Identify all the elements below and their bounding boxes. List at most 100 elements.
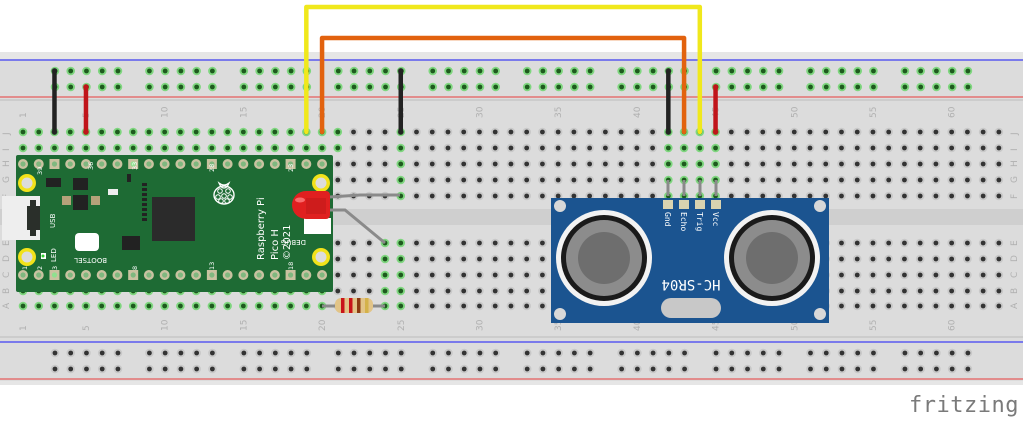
debug-connector	[304, 218, 331, 234]
hole-I15	[240, 145, 246, 151]
hole-D21	[335, 256, 341, 262]
hole-G50	[791, 177, 797, 183]
hole-A62	[980, 303, 986, 309]
pico-pin-hole	[303, 161, 309, 167]
wire-gnd-top-left-end	[51, 68, 58, 74]
hole-F30	[477, 193, 482, 199]
wire-gnd-mid-end	[397, 68, 404, 74]
hole-H22	[351, 161, 356, 167]
rail-top-pos-24	[383, 84, 388, 90]
hole-H54	[854, 161, 860, 167]
hole-E32	[508, 240, 514, 246]
pico-pin-hole	[256, 272, 262, 278]
hole-I43	[681, 145, 687, 151]
hole-E59	[933, 240, 939, 246]
sensor-mount-hole	[554, 200, 566, 212]
bootsel-label: BOOTSEL	[74, 256, 107, 264]
rail-top-neg-11	[178, 68, 184, 74]
hole-H25	[398, 161, 404, 167]
hole-J14	[225, 129, 231, 135]
rail-bot-neg-46	[729, 350, 735, 356]
pico-pin-hole	[83, 161, 89, 167]
rail-bot-neg-45	[713, 350, 719, 356]
bootsel-button[interactable]	[75, 233, 99, 251]
hole-C31	[492, 272, 498, 278]
row-label-right-E: E	[1010, 240, 1020, 246]
rail-bot-neg-23	[367, 350, 373, 356]
hole-E62	[980, 240, 986, 246]
rail-top-pos-35	[556, 84, 562, 90]
hole-C30	[477, 272, 482, 278]
rail-bot-neg-10	[162, 350, 168, 356]
pico-pin-hole	[209, 272, 215, 278]
hole-G33	[524, 177, 530, 183]
hole-G58	[917, 177, 923, 183]
rail-bot-pos-7	[115, 366, 121, 372]
hole-A57	[902, 303, 907, 309]
hole-F34	[540, 193, 545, 199]
hole-I3	[52, 145, 57, 151]
led-leg-cathode	[330, 208, 386, 245]
pico-pin-hole	[114, 272, 121, 278]
mount-hole	[315, 177, 327, 189]
hole-G56	[886, 177, 892, 183]
hole-C21	[335, 272, 341, 278]
hole-J8	[130, 129, 136, 135]
fritzing-watermark: fritzing	[909, 393, 1019, 418]
rail-bot-pos-36	[572, 366, 577, 372]
sensor-pin-label-echo: Echo	[679, 212, 688, 231]
hole-I29	[461, 145, 467, 151]
hole-J35	[555, 129, 561, 135]
pico-pin-hole	[114, 161, 121, 167]
rail-bot-pos-24	[383, 366, 388, 372]
raspberry-seed	[218, 198, 224, 204]
rail-bot-pos-29	[461, 366, 467, 372]
hole-I38	[602, 145, 608, 151]
hole-J29	[461, 129, 467, 135]
hole-I2	[36, 145, 42, 151]
hole-B23	[366, 288, 372, 294]
column-label-10: 10	[161, 106, 171, 118]
hole-B63	[996, 288, 1002, 294]
rail-top-neg-31	[493, 68, 499, 74]
hole-G63	[996, 177, 1002, 183]
hole-F62	[980, 193, 986, 199]
hole-A61	[965, 303, 970, 309]
hole-B22	[351, 288, 356, 294]
wires	[51, 4, 719, 135]
rail-bot-pos-30	[477, 366, 483, 372]
hole-H40	[634, 161, 640, 167]
rail-bot-pos-16	[257, 366, 262, 372]
hole-G57	[902, 177, 907, 183]
hole-J41	[650, 129, 655, 135]
smd	[127, 174, 131, 182]
hole-I31	[492, 145, 498, 151]
rail-top-pos-48	[760, 84, 766, 90]
hole-F40	[634, 193, 640, 199]
rail-bot-pos-21	[335, 366, 341, 372]
hole-I14	[225, 145, 231, 151]
hole-E21	[335, 240, 341, 246]
row-label-right-C: C	[1010, 272, 1020, 278]
wire-vcc-sensor-end	[712, 84, 719, 90]
column-label-30: 30	[475, 106, 485, 118]
hole-J30	[477, 129, 482, 135]
rail-top-pos-40	[634, 84, 640, 90]
hole-H57	[902, 161, 907, 167]
hole-F26	[414, 193, 419, 199]
rail-bot-neg-57	[902, 350, 908, 356]
pico-pin-hole	[177, 161, 183, 167]
hole-J13	[209, 129, 215, 135]
hole-I18	[288, 145, 293, 151]
rail-top-neg-47	[745, 68, 750, 74]
row-label-E: E	[2, 240, 12, 246]
pico-pin-hole	[146, 272, 152, 278]
mount-hole	[21, 251, 33, 263]
hole-G22	[351, 177, 356, 183]
row-label-J: J	[2, 132, 12, 136]
rail-top-neg-4	[68, 68, 74, 74]
rail-bot-pos-3	[52, 366, 58, 372]
